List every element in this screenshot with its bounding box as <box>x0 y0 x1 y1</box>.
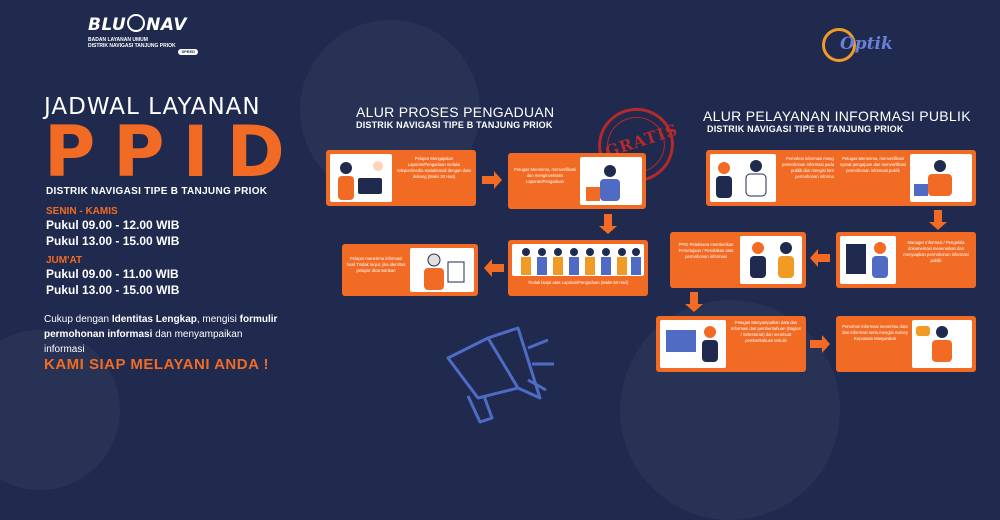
hours-fri-1: Pukul 09.00 - 11.00 WIB <box>46 267 179 281</box>
manager-illustration-icon <box>846 242 888 278</box>
publicinfo-step-4: PPID Pelaksana memberikan Persetujuan / … <box>670 232 806 288</box>
logo-subline-1: BADAN LAYANAN UMUM <box>88 37 148 43</box>
complaint-step-2-text: Petugas Menerima, menverifikasi dan meng… <box>514 167 576 184</box>
publicinfo-title: ALUR PELAYANAN INFORMASI PUBLIK <box>703 108 971 124</box>
optik-ring-icon <box>822 28 856 62</box>
complaint-header: ALUR PROSES PENGADUAN DISTRIK NAVIGASI T… <box>356 104 554 130</box>
days-mon-thu: SENIN - KAMIS <box>46 206 118 217</box>
publicinfo-step-6-text: Pemohon Informasi menerima data dan Info… <box>842 324 908 341</box>
logo-text-right: NAV <box>146 15 188 35</box>
complaint-subtitle: DISTRIK NAVIGASI TIPE B TANJUNG PRIOK <box>356 120 553 130</box>
officer-illustration-icon <box>586 165 620 201</box>
complaint-step-3-text: Tindak lanjut atas Laporan/Pengaduan (Ma… <box>527 280 629 285</box>
schedule-block: SENIN - KAMIS Pukul 09.00 - 12.00 WIB Pu… <box>46 206 179 298</box>
schedule-title: JADWAL LAYANAN <box>44 94 261 120</box>
arrow-down-icon <box>929 210 947 230</box>
optik-logo: Optik <box>816 24 926 70</box>
call-to-action: KAMI SIAP MELAYANI ANDA ! <box>44 356 270 373</box>
reporter-illustration-icon <box>424 253 465 290</box>
note-part-b: Identitas Lengkap <box>111 314 197 325</box>
logo-text-left: BLU <box>88 15 127 35</box>
arrow-down-icon <box>599 214 617 234</box>
publicinfo-step-2-text: Petugas Menerima, menverifikasi syarat p… <box>840 156 906 173</box>
complaint-step-2: Petugas Menerima, menverifikasi dan meng… <box>508 153 646 209</box>
arrow-left-icon <box>484 259 504 277</box>
people-illustration-icon <box>338 161 383 200</box>
arrow-right-icon <box>810 335 830 353</box>
ppid-heading: PPID <box>44 111 303 193</box>
globe-icon <box>127 14 146 32</box>
publicinfo-step-1-text: Pemohon informasi mengajukan permohonan … <box>782 156 850 179</box>
complaint-step-3: Tindak lanjut atas Laporan/Pengaduan (Ma… <box>508 240 648 296</box>
delivery-illustration-icon <box>666 326 718 362</box>
applicant-illustration-icon <box>716 160 767 198</box>
publicinfo-step-4-text: PPID Pelaksana memberikan Persetujuan / … <box>678 242 734 259</box>
publicinfo-step-1: Pemohon informasi mengajukan permohonan … <box>706 150 856 206</box>
note-part-a: Cukup dengan <box>44 314 112 325</box>
publicinfo-step-3-text: Manager Informasi / Pengelola dokumentas… <box>903 240 969 263</box>
requirements-note: Cukup dengan Identitas Lengkap, mengisi … <box>44 312 284 357</box>
complaint-step-1-text: Pelapor Mengajukan Laporan/Pengaduan mel… <box>397 156 471 179</box>
publicinfo-step-5-text: Petugas Menyampaikan data dan Informasi … <box>730 320 802 343</box>
publicinfo-subtitle: DISTRIK NAVIGASI TIPE B TANJUNG PRIOK <box>707 124 904 134</box>
hours-fri-2: Pukul 13.00 - 15.00 WIB <box>46 283 180 297</box>
note-part-c: , mengisi <box>196 314 240 325</box>
logo-subline-2: DISTRIK NAVIGASI TANJUNG PRIOK <box>88 43 176 49</box>
complaint-step-4-text: Pelapor menerima informasi hasil Tindak … <box>346 256 406 273</box>
publicinfo-step-5: Petugas Menyampaikan data dan Informasi … <box>656 316 806 372</box>
note-part-e: dan menyampaikan informasi <box>44 329 243 355</box>
note-part-d: formulir permohonan informasi <box>44 314 278 340</box>
hours-mon-thu-2: Pukul 13.00 - 15.00 WIB <box>46 234 180 248</box>
verifier-illustration-icon <box>914 160 952 196</box>
publicinfo-step-6: Pemohon Informasi menerima data dan Info… <box>836 316 976 372</box>
arrow-down-icon <box>685 292 703 312</box>
blunav-logo: BLU NAV BADAN LAYANAN UMUM DISTRIK NAVIGA… <box>88 14 228 55</box>
days-fri: JUM'AT <box>46 255 83 266</box>
team-illustration-icon <box>521 248 641 275</box>
publicinfo-header: ALUR PELAYANAN INFORMASI PUBLIK DISTRIK … <box>703 108 971 134</box>
approval-illustration-icon <box>750 242 794 278</box>
complaint-title: ALUR PROSES PENGADUAN <box>356 104 555 120</box>
publicinfo-step-2: Petugas Menerima, menverifikasi syarat p… <box>834 150 976 206</box>
arrow-left-icon <box>810 249 830 267</box>
hours-mon-thu-1: Pukul 09.00 - 12.00 WIB <box>46 218 180 232</box>
publicinfo-step-3: Manager Informasi / Pengelola dokumentas… <box>836 232 976 288</box>
complaint-step-1: Pelapor Mengajukan Laporan/Pengaduan mel… <box>326 150 476 206</box>
optik-name: Optik <box>840 34 893 54</box>
survey-illustration-icon <box>916 326 952 362</box>
arrow-right-icon <box>482 171 502 189</box>
schedule-subtitle: DISTRIK NAVIGASI TIPE B TANJUNG PRIOK <box>46 186 268 197</box>
logo-badge: SPEED <box>178 49 198 55</box>
complaint-step-4: Pelapor menerima informasi hasil Tindak … <box>342 244 478 296</box>
megaphone-icon <box>446 326 554 424</box>
